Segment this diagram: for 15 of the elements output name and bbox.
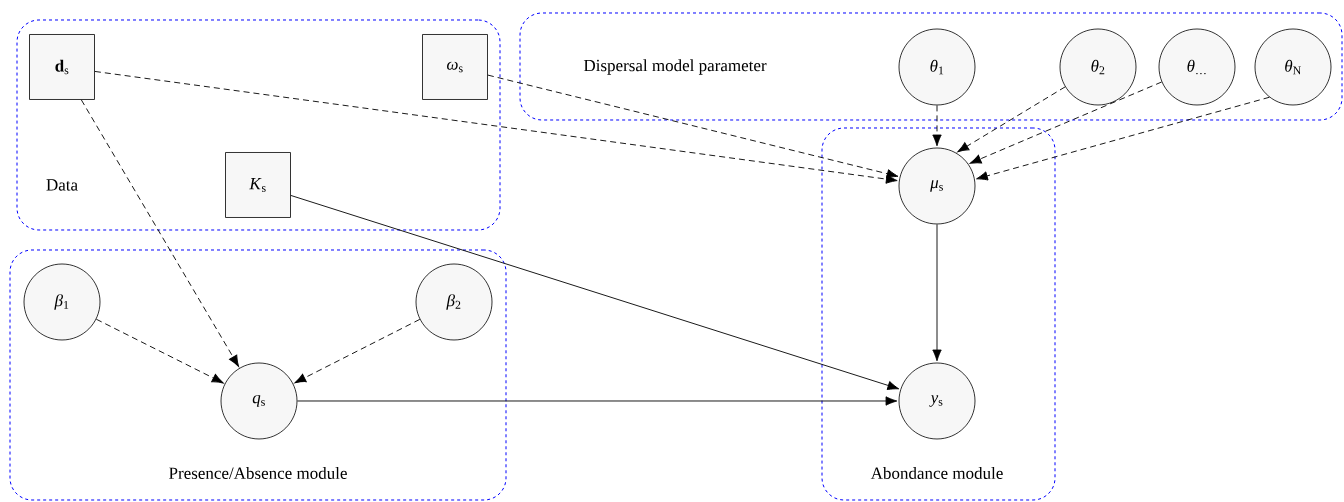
- arrow: [969, 81, 1163, 164]
- arrow: [94, 71, 898, 184]
- variable-box: K$_{s}$: [225, 152, 291, 218]
- arrow: [932, 104, 942, 147]
- arrow: [80, 99, 240, 367]
- arrow: [290, 195, 900, 390]
- arrow: [932, 223, 942, 362]
- arrow: [294, 318, 421, 384]
- arrow: [95, 318, 224, 384]
- arrow: [957, 86, 1066, 153]
- arrow: [296, 396, 898, 406]
- variable-box: ω$_{s}$: [422, 34, 488, 100]
- arrow: [487, 74, 899, 179]
- arrow: [976, 96, 1270, 181]
- variable-box: d$_{s}$: [29, 34, 95, 100]
